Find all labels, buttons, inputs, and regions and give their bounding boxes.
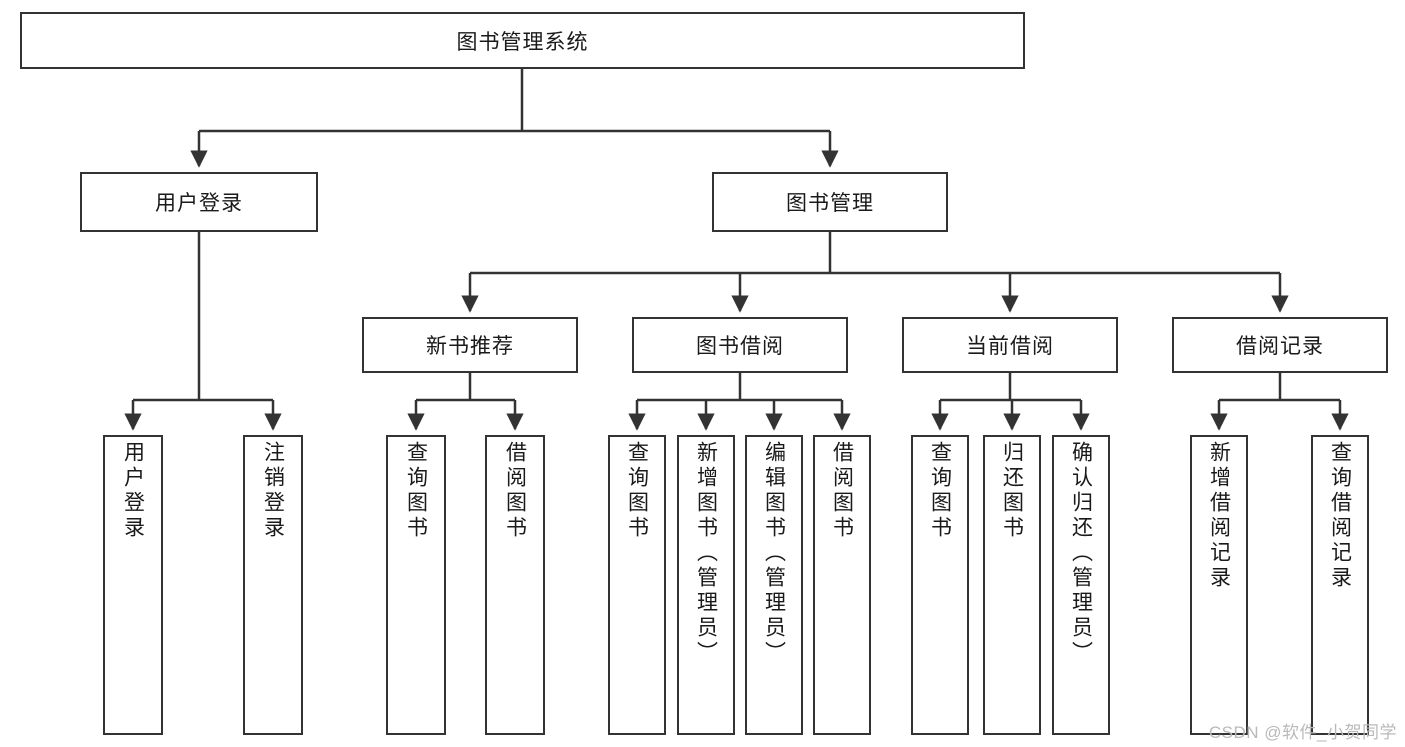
leaf-user-login[interactable]: 用户登录 [103,435,163,735]
node-root[interactable]: 图书管理系统 [20,12,1025,69]
leaf-label: 编辑图书（管理员） [762,441,786,666]
leaf-label: 新增图书（管理员） [694,441,718,666]
leaf-label: 查询图书 [625,441,649,541]
node-book-borrow[interactable]: 图书借阅 [632,317,848,373]
leaf-label: 用户登录 [121,441,145,541]
leaf-borrow-book-recommend[interactable]: 借阅图书 [485,435,545,735]
leaf-logout[interactable]: 注销登录 [243,435,303,735]
node-current-borrow[interactable]: 当前借阅 [902,317,1118,373]
leaf-label: 确认归还（管理员） [1069,441,1093,666]
node-book-management[interactable]: 图书管理 [712,172,948,232]
leaf-edit-book-admin[interactable]: 编辑图书（管理员） [745,435,803,735]
leaf-query-book-current[interactable]: 查询图书 [911,435,969,735]
leaf-label: 查询图书 [404,441,428,541]
csdn-watermark: CSDN @软件_小贺同学 [1208,723,1397,742]
node-user-login[interactable]: 用户登录 [80,172,318,232]
leaf-query-borrow-record[interactable]: 查询借阅记录 [1311,435,1369,735]
leaf-confirm-return-admin[interactable]: 确认归还（管理员） [1052,435,1110,735]
leaf-add-book-admin[interactable]: 新增图书（管理员） [677,435,735,735]
leaf-label: 借阅图书 [503,441,527,541]
leaf-label: 归还图书 [1000,441,1024,541]
leaf-query-book-borrow[interactable]: 查询图书 [608,435,666,735]
leaf-return-book[interactable]: 归还图书 [983,435,1041,735]
leaf-label: 查询图书 [928,441,952,541]
node-new-book-recommend[interactable]: 新书推荐 [362,317,578,373]
leaf-query-book-recommend[interactable]: 查询图书 [386,435,446,735]
leaf-borrow-book[interactable]: 借阅图书 [813,435,871,735]
leaf-label: 查询借阅记录 [1328,441,1352,591]
node-borrow-record[interactable]: 借阅记录 [1172,317,1388,373]
leaf-add-borrow-record[interactable]: 新增借阅记录 [1190,435,1248,735]
leaf-label: 注销登录 [261,441,285,541]
leaf-label: 借阅图书 [830,441,854,541]
leaf-label: 新增借阅记录 [1207,441,1231,591]
